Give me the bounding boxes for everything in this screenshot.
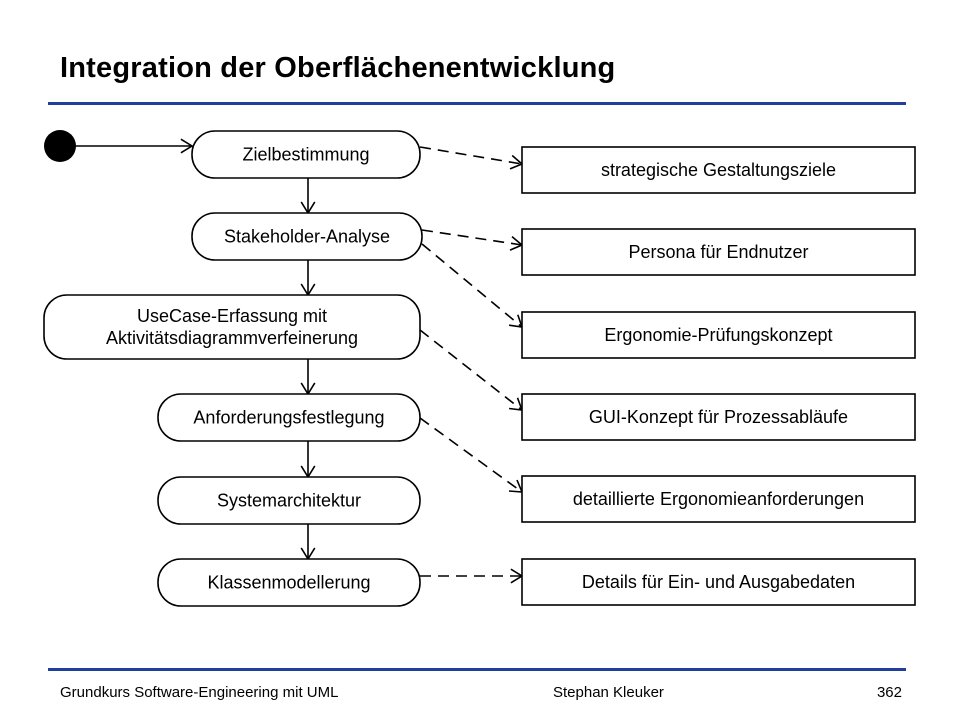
start-node [44,130,76,162]
artifact-label: Ergonomie-Prüfungskonzept [604,325,832,345]
activity-label: Klassenmodellerung [207,573,370,593]
flow-edge-stake-usecase [300,260,316,297]
object-edge-stake-a2 [421,229,524,251]
artifact-shape [521,558,916,606]
flow-edge-usecase-anford [300,359,316,396]
artifact-label: Persona für Endnutzer [628,242,808,262]
activity-shape [157,476,421,525]
activity-label: Zielbestimmung [242,145,369,165]
artifact-label: GUI-Konzept für Prozessabläufe [589,407,848,427]
activity-label: Stakeholder-Analyse [224,227,390,247]
activity-label: Systemarchitektur [217,491,361,511]
flow-edge-system-klassen [300,524,316,561]
activity-shape [191,130,421,179]
footer-divider [48,668,906,671]
flow-edge-ziel-stake [300,178,316,215]
artifact-shape [521,146,916,194]
activity-klassen: Klassenmodellerung [157,558,421,607]
flow-edge-start-ziel [74,138,194,154]
object-edge-anford-a5 [419,417,524,493]
artifact-shape [521,311,916,359]
footer-course-title: Grundkurs Software-Engineering mit UML [60,684,339,701]
activity-label: Anforderungsfestlegung [193,408,384,428]
activity-label: Aktivitätsdiagrammverfeinerung [106,328,358,348]
artifact-a4: GUI-Konzept für Prozessabläufe [521,393,916,441]
activity-shape [157,393,421,442]
flow-edge-anford-system [300,441,316,479]
artifact-label: Details für Ein- und Ausgabedaten [582,572,855,592]
object-edge-usecase-a4 [419,329,524,411]
activity-stake: Stakeholder-Analyse [191,212,423,261]
activity-label: UseCase-Erfassung mit [137,306,327,326]
activity-shape [191,212,423,261]
activity-anford: Anforderungsfestlegung [157,393,421,442]
artifact-shape [521,475,916,523]
artifact-shape [521,228,916,276]
object-edge-klassen-a6 [420,568,524,584]
artifact-label: strategische Gestaltungsziele [601,160,836,180]
artifact-a2: Persona für Endnutzer [521,228,916,276]
slide-title: Integration der Oberflächenentwicklung [60,52,616,84]
object-edge-ziel-a1 [419,146,524,170]
nodes-layer: ZielbestimmungStakeholder-AnalyseUseCase… [43,130,916,607]
activity-system: Systemarchitektur [157,476,421,525]
artifact-a1: strategische Gestaltungsziele [521,146,916,194]
edges-layer [74,138,524,584]
artifact-a6: Details für Ein- und Ausgabedaten [521,558,916,606]
object-edge-stake-a3 [421,243,524,328]
activity-shape [157,558,421,607]
artifact-label: detaillierte Ergonomieanforderungen [573,489,864,509]
activity-ziel: Zielbestimmung [191,130,421,179]
footer-page-number: 362 [876,684,902,701]
artifact-a5: detaillierte Ergonomieanforderungen [521,475,916,523]
footer-author: Stephan Kleuker [553,684,664,701]
activity-usecase: UseCase-Erfassung mitAktivitätsdiagrammv… [43,294,421,360]
title-divider [48,102,906,105]
activity-shape [43,294,421,360]
artifact-shape [521,393,916,441]
artifact-a3: Ergonomie-Prüfungskonzept [521,311,916,359]
